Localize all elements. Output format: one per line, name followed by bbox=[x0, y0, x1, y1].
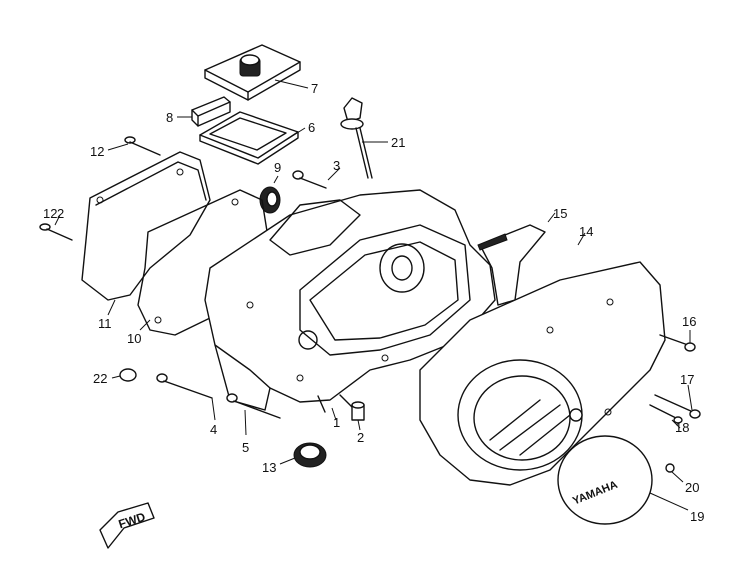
part-3-bolt bbox=[292, 170, 327, 189]
crankcase-body bbox=[204, 189, 496, 411]
callout-10: 10 bbox=[127, 331, 141, 346]
part-4-bolt bbox=[156, 373, 213, 399]
part-17-bolt bbox=[654, 394, 701, 419]
callout-14: 14 bbox=[579, 224, 593, 239]
part-19-round-cover: YAMAHA bbox=[557, 435, 653, 525]
part-14-side-cover bbox=[419, 261, 666, 486]
callout-1: 1 bbox=[333, 415, 340, 430]
callout-2-upper: 2 bbox=[57, 206, 64, 221]
part-15-bracket bbox=[477, 224, 546, 306]
forward-arrow-icon: FWD bbox=[99, 502, 155, 549]
callout-16: 16 bbox=[682, 314, 696, 329]
part-5-bolt bbox=[226, 393, 281, 419]
callout-7: 7 bbox=[311, 81, 318, 96]
callout-3: 3 bbox=[333, 158, 340, 173]
callout-17: 17 bbox=[680, 372, 694, 387]
callout-20: 20 bbox=[685, 480, 699, 495]
callout-2: 2 bbox=[357, 430, 364, 445]
callout-4: 4 bbox=[210, 422, 217, 437]
part-8-bar bbox=[191, 96, 231, 127]
part-13-bushing bbox=[293, 442, 327, 468]
callout-8: 8 bbox=[166, 110, 173, 125]
callout-5: 5 bbox=[242, 440, 249, 455]
leader-lines bbox=[54, 79, 693, 511]
callout-labels: 1 2 2 3 4 5 6 7 8 9 10 11 12 12 13 14 15… bbox=[43, 81, 704, 524]
callout-19: 19 bbox=[690, 509, 704, 524]
part-22-cap bbox=[119, 368, 137, 382]
part-11-outer-cover bbox=[81, 151, 211, 301]
callout-12-lower: 12 bbox=[43, 206, 57, 221]
callout-22: 22 bbox=[93, 371, 107, 386]
part-2-dowel bbox=[351, 401, 365, 421]
part-7-pad bbox=[204, 44, 301, 101]
part-6-gasket bbox=[199, 111, 299, 165]
callout-6: 6 bbox=[308, 120, 315, 135]
callout-9: 9 bbox=[274, 160, 281, 175]
callout-12: 12 bbox=[90, 144, 104, 159]
part-21-bolt bbox=[340, 97, 373, 179]
callout-11: 11 bbox=[98, 316, 112, 331]
callout-15: 15 bbox=[553, 206, 567, 221]
part-20-screw bbox=[665, 463, 675, 473]
part-9-seal bbox=[259, 186, 281, 214]
callout-18: 18 bbox=[675, 420, 689, 435]
callout-21: 21 bbox=[391, 135, 405, 150]
part-12-bolt-upper bbox=[124, 136, 161, 156]
callout-13: 13 bbox=[262, 460, 276, 475]
part-1-pin bbox=[317, 395, 326, 413]
part-18-bolt bbox=[649, 404, 683, 424]
part-12-bolt-lower bbox=[39, 223, 73, 241]
part-16-bolt bbox=[659, 334, 696, 352]
